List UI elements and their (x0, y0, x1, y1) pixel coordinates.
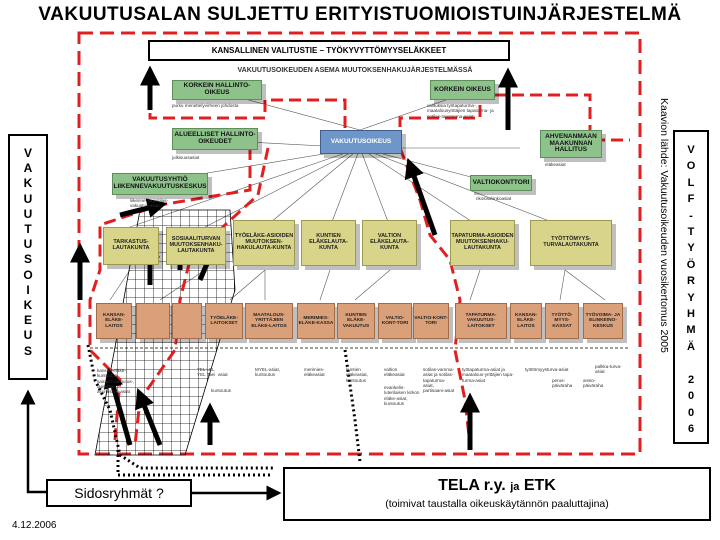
bottom-box-6: KUNTIEN ELÄKE-VAKUUTUS (337, 303, 375, 339)
text-elakeasiat: eläkeasiat (545, 162, 566, 167)
diagram-subtitle: VAKUUTUSOIKEUDEN ASEMA MUUTOKSENHAKUJÄRJ… (237, 67, 473, 74)
box-tyottomyysturvalautakunta: TYÖTTÖMYYS-TURVALAUTAKUNTA (530, 220, 612, 266)
bottom-box-8: VALTIO-KONT-TORI (413, 303, 449, 339)
bottom-box-7: VALTIO-KONT-TORI (378, 303, 412, 339)
box-valtiokonttori: VALTIOKONTTORI (470, 175, 532, 191)
box-korkein-oikeus: KORKEIN OIKEUS (430, 80, 495, 100)
box-tyoelake-lautakunta: TYÖELÄKE-ASIOIDEN MUUTOKSEN-HAKULAUTA-KU… (233, 220, 295, 266)
tela-ja: ja (510, 481, 520, 493)
text-liikennevakuutus: liikenne- ja potilas-vakuutus-asiat (130, 198, 169, 209)
text-purku: purku menettelyvirheen johdosta (172, 103, 239, 108)
text-valtion-asiat: valtion eläkeasiat (384, 367, 405, 378)
text-myel: MYEL-asiat, kuntoutus (255, 367, 281, 378)
text-valitus: valituksia työtapaturma-, maatalousyritt… (427, 103, 494, 119)
bottom-box-10: KANSAN-ELÄKE-LAITOS (510, 303, 542, 339)
tela-subtitle: (toimivat taustalla oikeuskäytännön paal… (385, 498, 609, 510)
text-merimies: merimies-eläkeasiat (304, 367, 325, 378)
bottom-box-1 (136, 303, 170, 339)
box-tapaturma-lautakunta: TAPATURMA-ASIOIDEN MUUTOKSENHAKU-LAUTAKU… (450, 220, 515, 266)
national-appeal-banner: KANSALLINEN VALITUSTIE – TYÖKYVYTTÖMYYSE… (148, 40, 510, 61)
sidosryhmat-box: Sidosryhmät ? (46, 479, 192, 507)
box-sosiaaliturvan-lautakunta: SOSIAALITURVAN MUUTOKSENHAKU-LAUTAKUNTA (166, 227, 226, 265)
text-tyotapaturma: työtapaturma-asiat ja maatalous-yrittäji… (462, 367, 514, 383)
text-tel: TEL LEL YEL Taei (197, 367, 216, 378)
box-vakuutusoikeus: VAKUUTUSOIKEUS (320, 130, 402, 154)
bottom-box-0: KANSAN-ELÄKE-LAITOS (96, 303, 132, 339)
box-vakuutusyhtio: VAKUUTUSYHTIÖ LIIKENNEVAKUUTUSKESKUS (112, 173, 208, 195)
box-tarkastuslautakunta: TARKASTUS-LAUTAKUNTA (103, 227, 159, 265)
text-asiat: asiat (218, 372, 228, 377)
text-kela-asiat: kansan-eläke-, kuntoutus-, sairaus-vakuu… (97, 368, 135, 395)
bottom-box-4: MAATALOUS-YRITTÄJIEN ELÄKE-LAITOS (245, 303, 293, 339)
text-ansio: ansio-päiväraha (583, 378, 604, 389)
text-kuntien-asiat: kuntien eläkeasiat, kuntoutus (346, 367, 368, 383)
box-korkein-hallinto-oikeus: KORKEIN HALLINTO-OIKEUS (172, 80, 262, 100)
box-alueelliset-hallinto-oikeudet: ALUEELLISET HALLINTO-OIKEUDET (172, 128, 258, 150)
tela-etk-box: TELA r.y. ja ETK (toimivat taustalla oik… (283, 467, 711, 521)
bottom-box-5: MERIMIES-ELÄKE-KASSA (297, 303, 335, 339)
tela-name: TELA r.y. (438, 477, 506, 494)
text-perus: perus-päiväraha (552, 378, 573, 389)
bottom-box-11: TYÖTTÖ-MYYS-KASSAT (545, 303, 579, 339)
text-kuntoutus-tel: kuntoutus (211, 388, 231, 393)
bottom-box-2 (172, 303, 202, 339)
text-rikosvahinkoasiat: rikosvahinkoasiat (476, 196, 512, 201)
page-title: VAKUUTUSALAN SULJETTU ERITYISTUOMIOISTUI… (38, 4, 682, 25)
box-ahvenanmaan-maakunnan-hallitus: AHVENANMAAN MAAKUNNAN HALLITUS (540, 130, 602, 158)
box-valtion-elakelautakunta: VALTION ELÄKELAUTA-KUNTA (362, 220, 417, 266)
text-julkisuusasiat: julkisuusasiat (172, 155, 200, 160)
text-tyottomyysturva: työttömyysturva-asiat (525, 367, 569, 372)
text-evankelis: evankelis-luterilaisen kirkon eläke-asia… (384, 385, 420, 406)
text-palkka: palkka-turva-asiat (595, 364, 622, 375)
box-kuntien-elakelautakunta: KUNTIEN ELÄKELAUTA-KUNTA (301, 220, 356, 266)
text-sotilasvamma: sotilas-vamma-asiat ja sotilas-tapaturma… (423, 367, 455, 394)
etk-name: ETK (523, 477, 556, 494)
tela-etk-title: TELA r.y. ja ETK (285, 477, 709, 495)
bottom-box-12: TYÖVOIMA- JA ELINKEINO-KESKUS (583, 303, 623, 339)
bottom-box-9: TAPATURMA-VAKUUTUS-LAITOKSET (455, 303, 507, 339)
bottom-box-3: TYÖELÄKE-LAITOKSET (205, 303, 243, 339)
date-label: 4.12.2006 (12, 520, 57, 531)
